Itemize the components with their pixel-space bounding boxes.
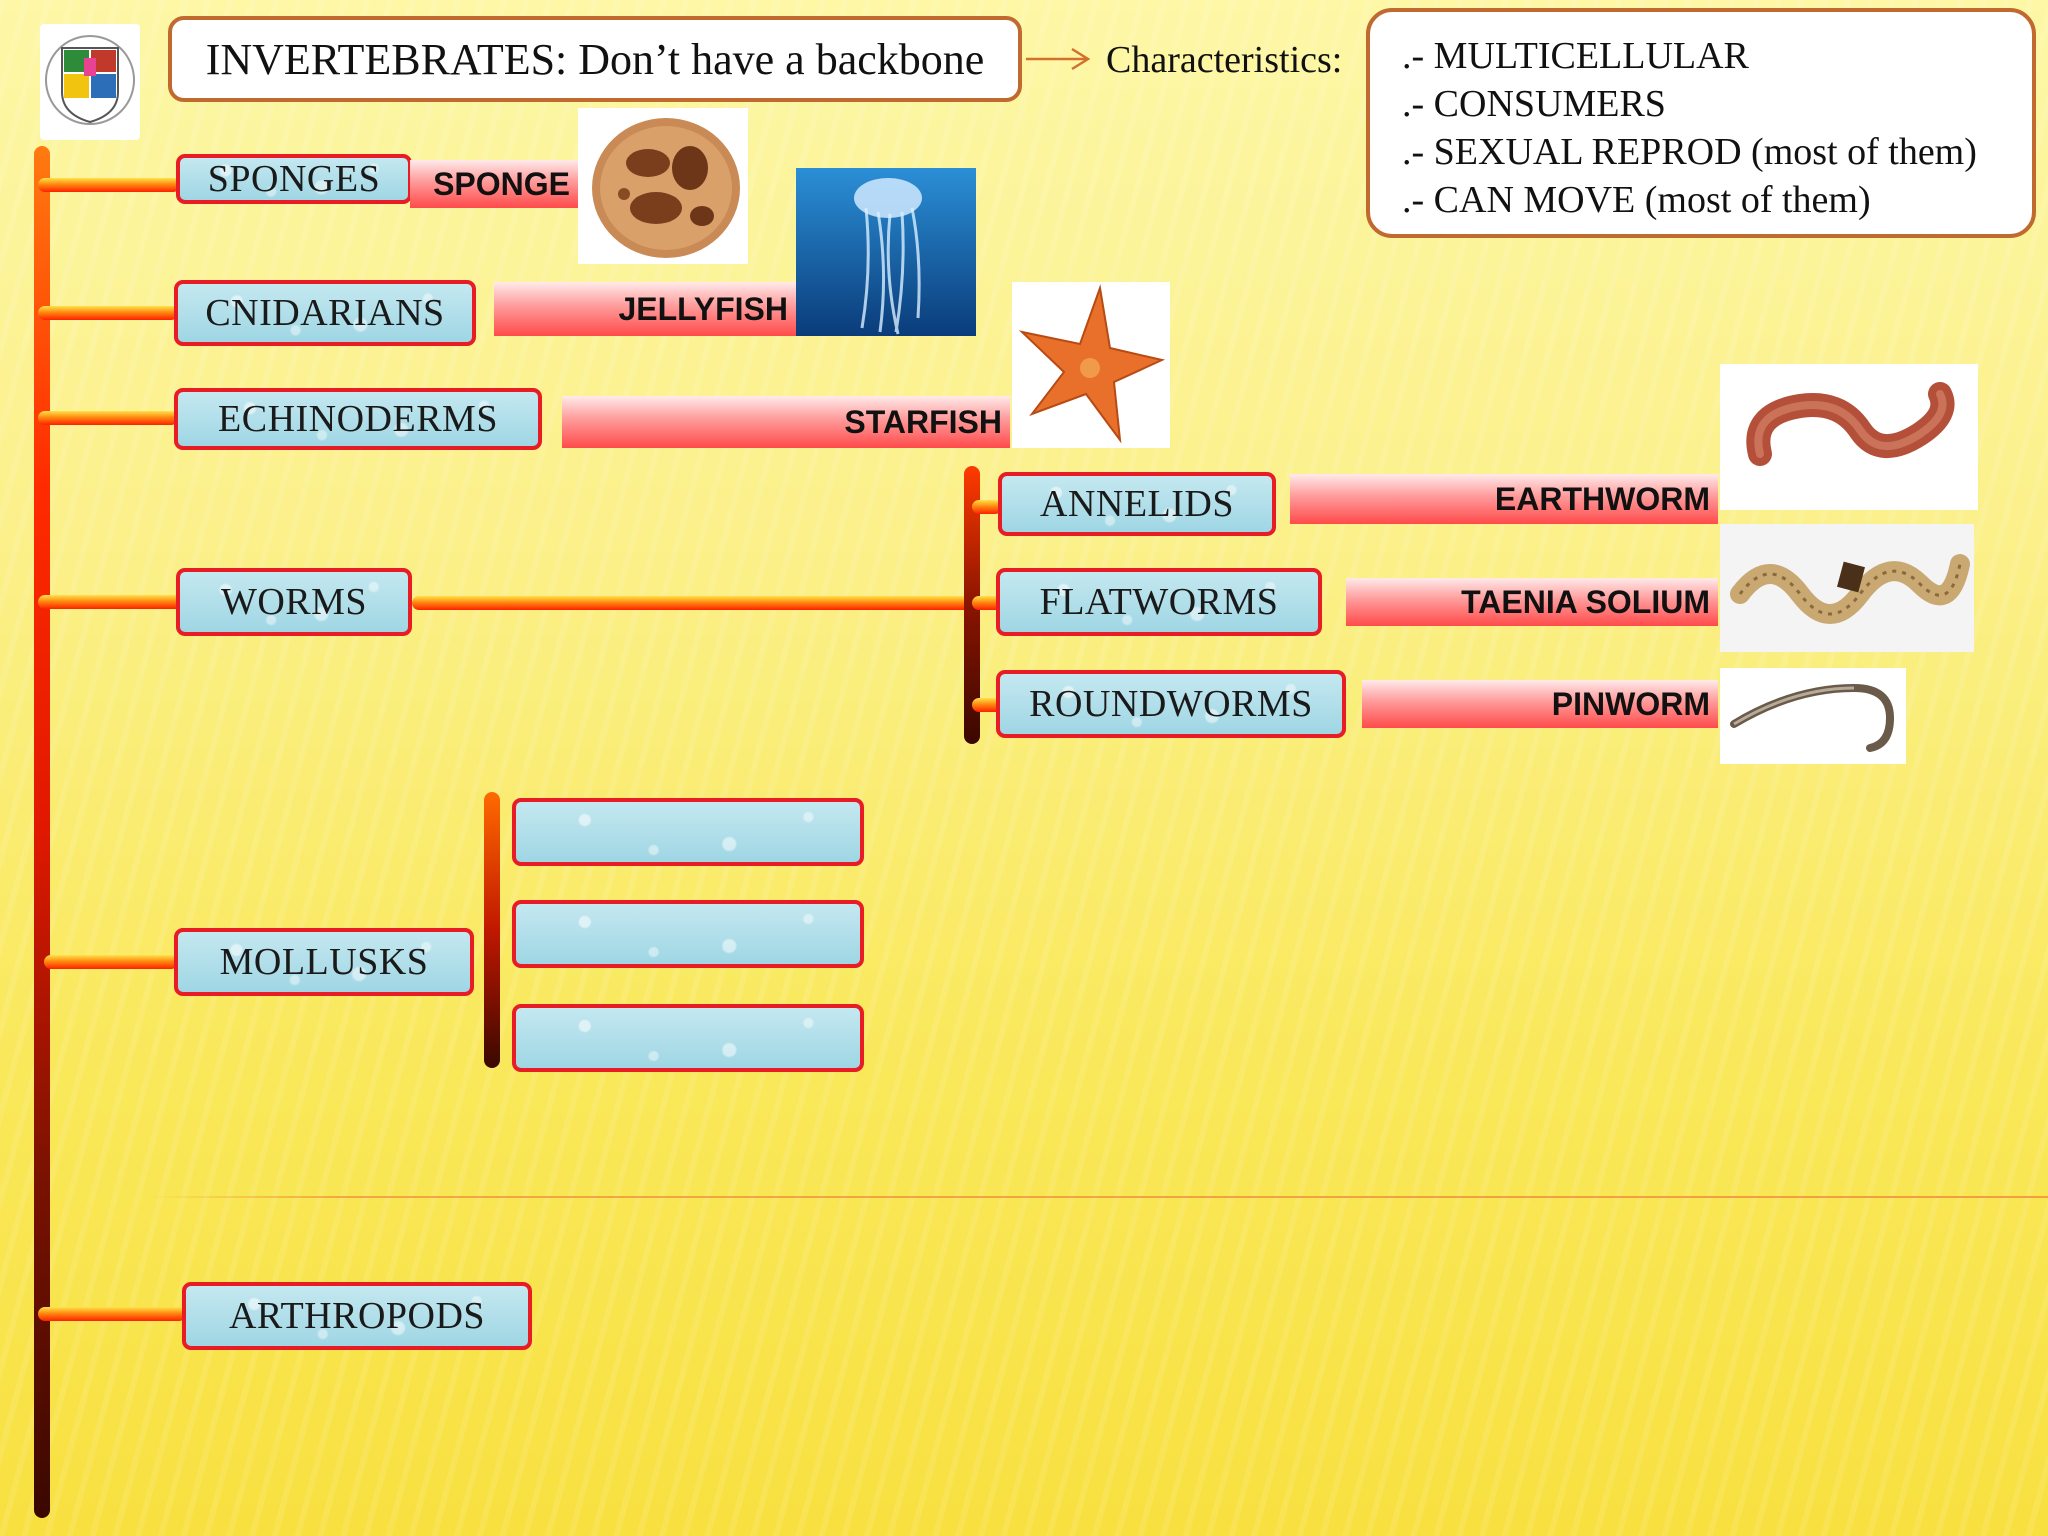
- characteristic-item: .- CONSUMERS: [1402, 83, 1666, 125]
- school-crest-logo: [40, 24, 140, 140]
- example-starfish: STARFISH: [562, 396, 1010, 448]
- category-flatworms: FLATWORMS: [996, 568, 1322, 636]
- mollusk-subgroup-box: [512, 798, 864, 866]
- category-roundworms: ROUNDWORMS: [996, 670, 1346, 738]
- example-taenia-solium: TAENIA SOLIUM: [1346, 578, 1718, 626]
- category-echinoderms: ECHINODERMS: [174, 388, 542, 450]
- arrow-right-icon: [1026, 46, 1092, 72]
- branch-mollusks: [44, 955, 178, 969]
- pinworm-image: [1720, 668, 1906, 764]
- category-cnidarians: CNIDARIANS: [174, 280, 476, 346]
- branch-arthropods: [38, 1307, 186, 1321]
- mollusks-subtree-line: [484, 792, 500, 1068]
- branch-annelids: [972, 500, 1002, 514]
- category-mollusks: MOLLUSKS: [174, 928, 474, 996]
- category-sponges: SPONGES: [176, 154, 412, 204]
- characteristic-item: .- CAN MOVE (most of them): [1402, 179, 1871, 221]
- jellyfish-image: [796, 168, 976, 336]
- branch-worms-connector: [412, 596, 972, 610]
- category-annelids: ANNELIDS: [998, 472, 1276, 536]
- example-earthworm: EARTHWORM: [1290, 474, 1718, 524]
- category-arthropods: ARTHROPODS: [182, 1282, 532, 1350]
- branch-worms: [38, 595, 182, 609]
- branch-flatworms: [972, 596, 1002, 610]
- mollusk-subgroup-box: [512, 900, 864, 968]
- mollusk-subgroup-box: [512, 1004, 864, 1072]
- example-pinworm: PINWORM: [1362, 680, 1718, 728]
- characteristics-box: .- MULTICELLULAR .- CONSUMERS .- SEXUAL …: [1366, 8, 2036, 238]
- example-sponge: SPONGE: [410, 160, 578, 208]
- page-title: INVERTEBRATES: Don’t have a backbone: [168, 16, 1022, 102]
- sponge-image: [578, 108, 748, 264]
- main-tree-line: [34, 146, 50, 1518]
- divider-line: [150, 1196, 2048, 1198]
- branch-roundworms: [972, 698, 1002, 712]
- branch-echinoderms: [38, 411, 178, 425]
- tapeworm-image: [1720, 524, 1974, 652]
- example-jellyfish: JELLYFISH: [494, 282, 796, 336]
- characteristics-label: Characteristics:: [1106, 39, 1343, 81]
- characteristic-item: .- MULTICELLULAR: [1402, 35, 1749, 77]
- branch-cnidarians: [38, 306, 178, 320]
- branch-sponges: [38, 178, 180, 192]
- earthworm-image: [1720, 364, 1978, 510]
- characteristic-item: .- SEXUAL REPROD (most of them): [1402, 131, 1977, 173]
- starfish-image: [1012, 282, 1170, 448]
- category-worms: WORMS: [176, 568, 412, 636]
